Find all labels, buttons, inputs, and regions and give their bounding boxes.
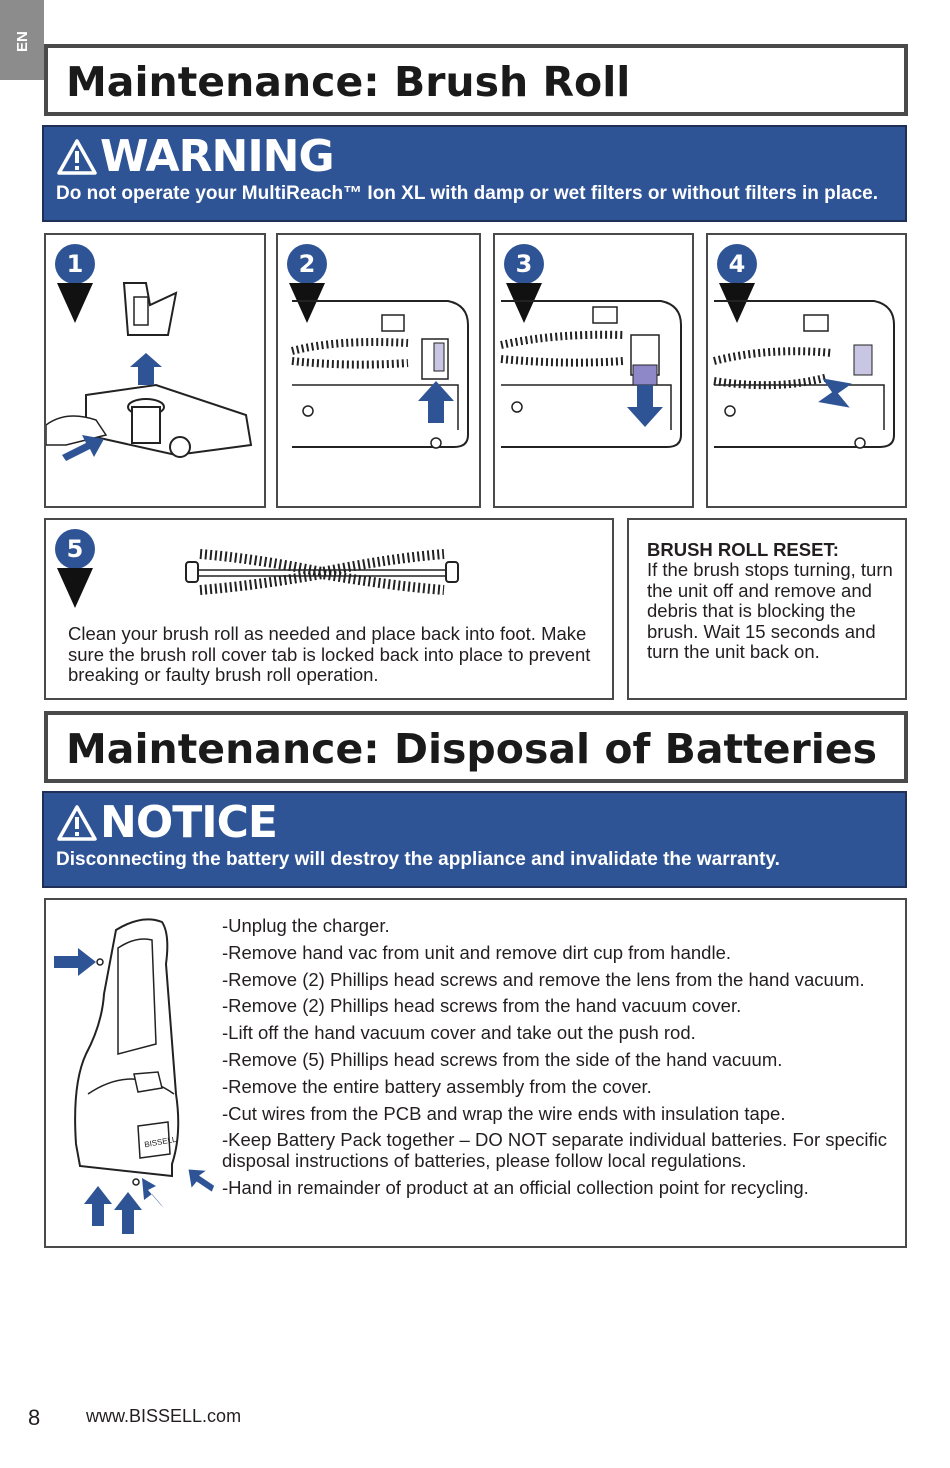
list-item: -Keep Battery Pack together – DO NOT sep…	[222, 1129, 887, 1171]
list-item: -Remove (2) Phillips head screws and rem…	[222, 968, 865, 990]
brush-roll-reset-title: BRUSH ROLL RESET:	[647, 539, 839, 560]
list-item: -Remove (2) Phillips head screws from th…	[222, 995, 742, 1017]
step-5-panel: 5 Clean your brush roll as needed and pl…	[44, 518, 614, 700]
step-1-panel: 1	[44, 233, 266, 508]
brush-roll-illustration	[185, 549, 459, 595]
step-number-4: 4	[717, 244, 757, 284]
footer-url: www.BISSELL.com	[86, 1406, 242, 1426]
list-item: -Remove hand vac from unit and remove di…	[222, 941, 731, 963]
warning-triangle-icon	[57, 804, 97, 841]
language-tab: EN	[0, 0, 44, 80]
page-title: Maintenance: Brush Roll	[66, 58, 631, 106]
brush-roll-reset-panel: BRUSH ROLL RESET: If the brush stops tur…	[627, 518, 907, 700]
step-number-3: 3	[504, 244, 544, 284]
warning-heading: WARNING	[56, 131, 335, 182]
list-item: -Unplug the charger.	[222, 915, 390, 936]
list-item: -Lift off the hand vacuum cover and take…	[222, 1022, 696, 1044]
battery-disposal-panel: BISSELL -Unplug the charger. -Remove han…	[44, 898, 907, 1248]
brush-roll-removal-illustration	[712, 300, 895, 449]
warning-message: Do not operate your MultiReach™ Ion XL w…	[56, 183, 879, 204]
list-item: -Cut wires from the PCB and wrap the wir…	[222, 1102, 786, 1124]
step-number-2: 2	[287, 244, 327, 284]
section-heading: Maintenance: Disposal of Batteries	[66, 725, 878, 773]
list-item: -Remove (5) Phillips head screws from th…	[222, 1048, 783, 1070]
hand-vacuum-illustration: BISSELL	[54, 918, 215, 1234]
step-pointer-icon	[506, 283, 542, 323]
brush-roll-cover-illustration	[500, 300, 682, 448]
step-pointer-icon	[57, 283, 93, 323]
step-number-5: 5	[55, 529, 95, 569]
notice-heading: NOTICE	[56, 797, 278, 848]
notice-banner: NOTICE Disconnecting the battery will de…	[42, 791, 907, 888]
step-2-panel: 2	[276, 233, 481, 508]
page-number: 8	[28, 1405, 41, 1430]
list-item: -Hand in remainder of product at an offi…	[222, 1176, 809, 1198]
step-pointer-icon	[57, 568, 93, 608]
list-item: -Remove the entire battery assembly from…	[222, 1075, 652, 1097]
section-title-batteries: Maintenance: Disposal of Batteries	[44, 711, 908, 783]
vacuum-foot-illustration	[46, 282, 253, 461]
notice-message: Disconnecting the battery will destroy t…	[56, 849, 780, 870]
step-3-panel: 3	[493, 233, 694, 508]
language-label: EN	[14, 31, 31, 52]
brush-roll-reset-text: If the brush stops turning, turn the uni…	[647, 559, 893, 662]
warning-banner: WARNING Do not operate your MultiReach™ …	[42, 125, 907, 222]
battery-steps-list: -Unplug the charger. -Remove hand vac fr…	[222, 915, 906, 1204]
warning-triangle-icon	[57, 138, 97, 175]
step-number-1: 1	[55, 244, 95, 284]
step-4-panel: 4	[706, 233, 907, 508]
brush-roll-housing-illustration	[290, 300, 469, 449]
section-title-brush-roll: Maintenance: Brush Roll	[44, 44, 908, 116]
step-pointer-icon	[289, 283, 325, 323]
step-5-text: Clean your brush roll as needed and plac…	[68, 623, 591, 685]
step-pointer-icon	[719, 283, 755, 323]
